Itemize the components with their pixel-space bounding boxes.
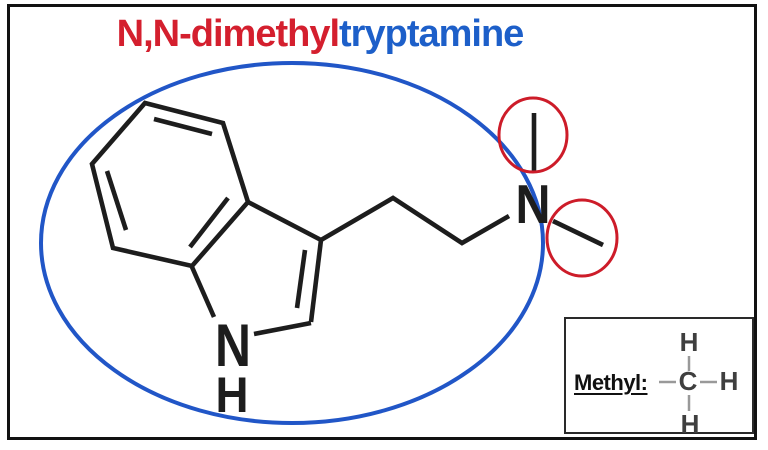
legend-hydrogen-bottom-label: H: [681, 409, 700, 439]
ring-nitrogen-label: N: [215, 312, 251, 379]
ring-nh-hydrogen-label: H: [216, 367, 249, 423]
methyl-bond-lower-right: [552, 218, 604, 248]
methyl-legend-label: Methyl:: [574, 370, 648, 395]
legend-hydrogen-right-label: H: [720, 366, 739, 396]
tryptamine-highlight-ellipse: [39, 61, 545, 425]
benzene-ring-bonds: [89, 100, 251, 269]
amine-nitrogen-label: N: [516, 173, 551, 235]
methyl-legend-box: Methyl:: [564, 317, 754, 434]
title-dimethyl-part: N,N-dimethyl: [116, 13, 340, 55]
legend-hydrogen-top-label: H: [680, 327, 699, 357]
methyl-highlight-circle-top: [497, 96, 569, 174]
page-title: N,N-dimethyltryptamine: [0, 13, 640, 56]
ethylamine-chain-bonds: [319, 195, 511, 246]
title-tryptamine-part: tryptamine: [339, 13, 524, 55]
legend-carbon-label: C: [679, 366, 698, 396]
methyl-highlight-circle-lower: [545, 198, 619, 278]
legend-methyl-structure: C H H H: [659, 327, 738, 439]
pyrrole-ring-bonds: [189, 199, 324, 337]
n-methyl-bonds: [531, 113, 604, 248]
